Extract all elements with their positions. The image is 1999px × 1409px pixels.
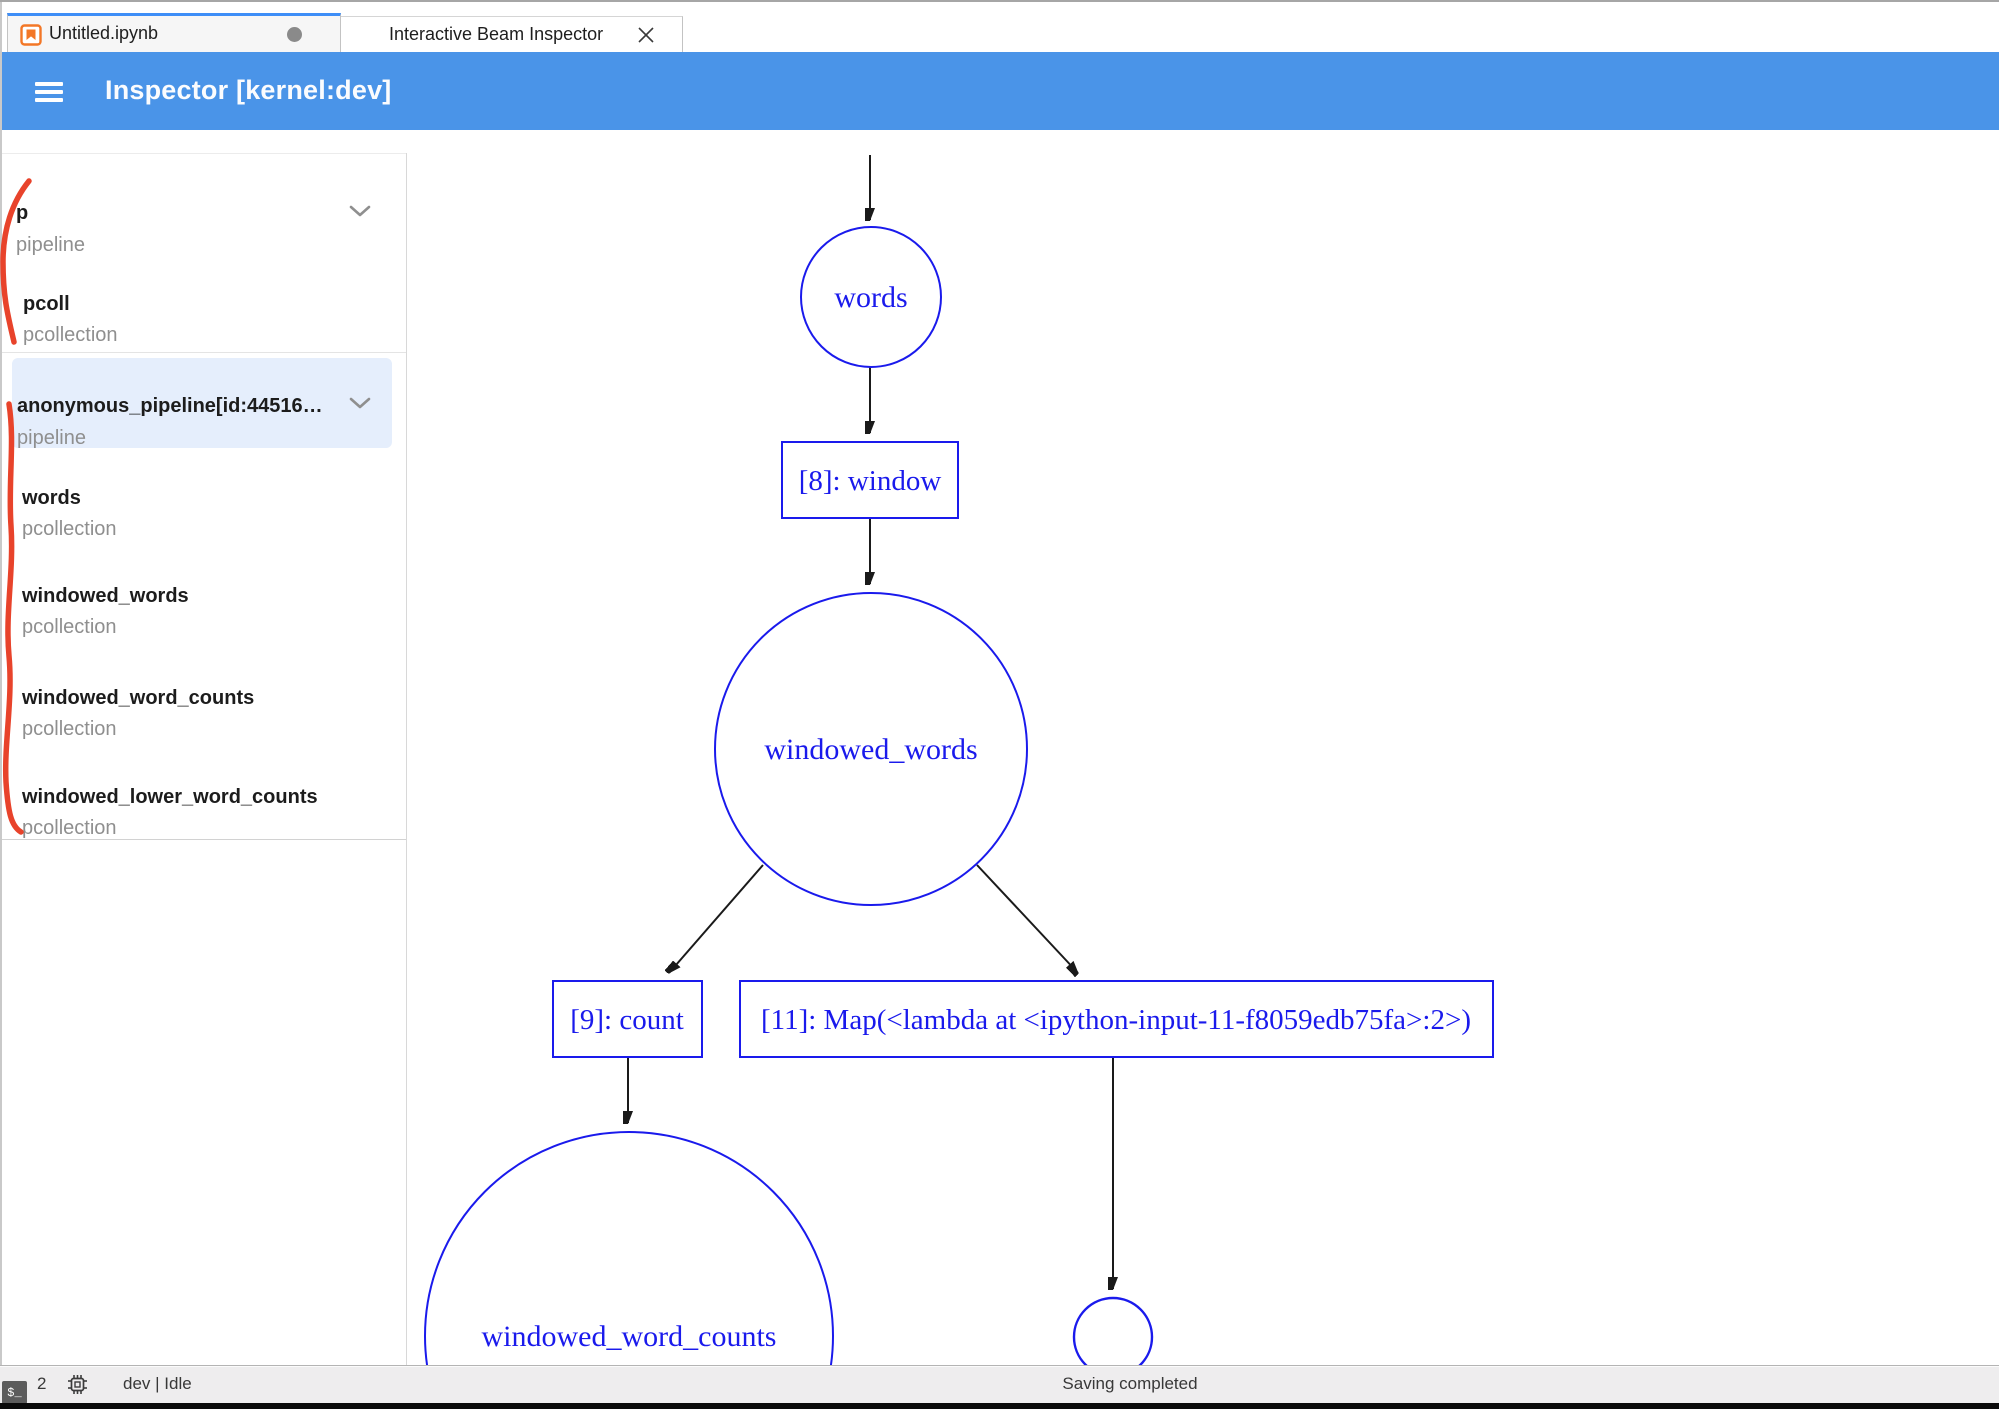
window-bottom-edge xyxy=(0,1403,1999,1409)
edge-windowed-words-to-map xyxy=(976,864,1078,973)
item-type-label: pcollection xyxy=(22,616,117,638)
pcollection-name[interactable]: pcoll xyxy=(23,293,70,315)
graph-node-windowed-words xyxy=(714,592,1028,906)
window-left-edge xyxy=(0,2,2,1403)
graph-node-count-transform xyxy=(552,980,703,1058)
pipeline-name[interactable]: anonymous_pipeline[id:44516… xyxy=(17,395,323,417)
graph-node-label: [9]: count xyxy=(570,1004,684,1036)
kernel-status[interactable]: dev | Idle xyxy=(123,1374,192,1393)
tab-bar: Untitled.ipynb Interactive Beam Inspecto… xyxy=(2,2,1999,53)
sidebar-divider xyxy=(2,352,406,353)
graph-node-label: words xyxy=(834,281,907,314)
pipeline-name[interactable]: p xyxy=(16,202,29,224)
chevron-down-icon[interactable] xyxy=(348,396,372,410)
status-bar xyxy=(0,1365,1999,1403)
pcollection-name[interactable]: windowed_words xyxy=(22,585,189,607)
pcollection-name[interactable]: windowed_word_counts xyxy=(22,687,255,709)
graph-node-map-transform xyxy=(739,980,1494,1058)
graph-node-label: [11]: Map(<lambda at <ipython-input-11-f… xyxy=(761,1004,1471,1036)
tab-label: Untitled.ipynb xyxy=(49,23,159,43)
item-type-label: pipeline xyxy=(17,427,86,449)
sidebar-panel xyxy=(2,153,406,840)
notebook-icon xyxy=(20,24,42,46)
sidebar-right-border xyxy=(406,153,407,1365)
chevron-down-icon[interactable] xyxy=(348,204,372,218)
graph-node-label: [8]: window xyxy=(799,465,942,497)
menu-icon[interactable] xyxy=(35,82,63,102)
graph-node-window-transform xyxy=(781,441,959,519)
tab-untitled-ipynb[interactable]: Untitled.ipynb xyxy=(7,13,341,52)
item-type-label: pcollection xyxy=(23,324,118,346)
graph-node-windowed-lower-word-counts xyxy=(1072,1296,1154,1365)
tab-label: Interactive Beam Inspector xyxy=(389,24,604,44)
graph-node-label: windowed_word_counts xyxy=(482,1320,777,1353)
item-type-label: pcollection xyxy=(22,718,117,740)
terminal-icon-glyph: $_ xyxy=(7,1385,22,1400)
pipeline-graph: words [8]: window windowed_words [9]: co… xyxy=(424,155,1494,1365)
graph-node-windowed-word-counts xyxy=(424,1131,834,1365)
chip-icon[interactable] xyxy=(66,1373,89,1396)
selected-item-highlight xyxy=(12,358,392,448)
graph-node-label: windowed_words xyxy=(764,733,977,766)
item-type-label: pcollection xyxy=(22,817,117,839)
tab-interactive-beam-inspector[interactable]: Interactive Beam Inspector xyxy=(341,16,683,53)
page-title: Inspector [kernel:dev] xyxy=(105,75,392,105)
pcollection-name[interactable]: windowed_lower_word_counts xyxy=(22,786,318,808)
edge-windowed-words-to-count xyxy=(669,864,764,973)
terminal-count[interactable]: 2 xyxy=(37,1374,47,1393)
pcollection-name[interactable]: words xyxy=(22,487,81,509)
item-type-label: pipeline xyxy=(16,234,85,256)
item-type-label: pcollection xyxy=(22,518,117,540)
close-icon[interactable] xyxy=(637,26,655,44)
graph-node-words xyxy=(800,226,942,368)
unsaved-changes-dot[interactable] xyxy=(287,27,302,42)
terminal-icon[interactable]: $_ xyxy=(2,1381,27,1404)
window-top-edge xyxy=(0,0,1999,2)
inspector-header: Inspector [kernel:dev] xyxy=(2,52,1999,130)
status-message: Saving completed xyxy=(1062,1374,1198,1393)
